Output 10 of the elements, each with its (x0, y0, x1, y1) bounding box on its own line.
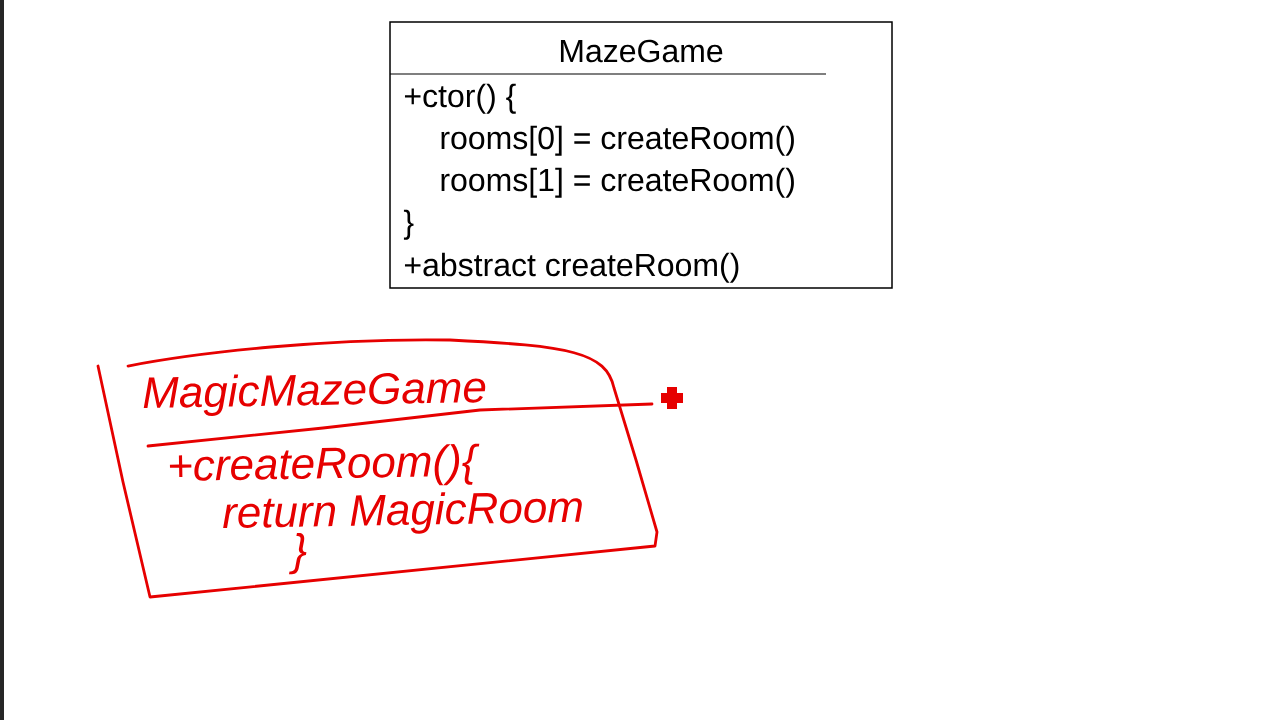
code-line: +abstract createRoom() (405, 252, 739, 283)
code-line: rooms[1] = createRoom() (441, 167, 794, 198)
class-name: MazeGame (560, 39, 723, 63)
code-line: } (289, 533, 307, 575)
code-line: +createRoom(){ (169, 443, 480, 486)
code-line: +ctor() { (405, 83, 516, 114)
code-line: rooms[0] = createRoom() (441, 125, 794, 156)
code-line: return MagicRoom (223, 492, 582, 534)
code-line: } (403, 209, 414, 240)
class-name: MagicMazeGame (143, 373, 486, 416)
